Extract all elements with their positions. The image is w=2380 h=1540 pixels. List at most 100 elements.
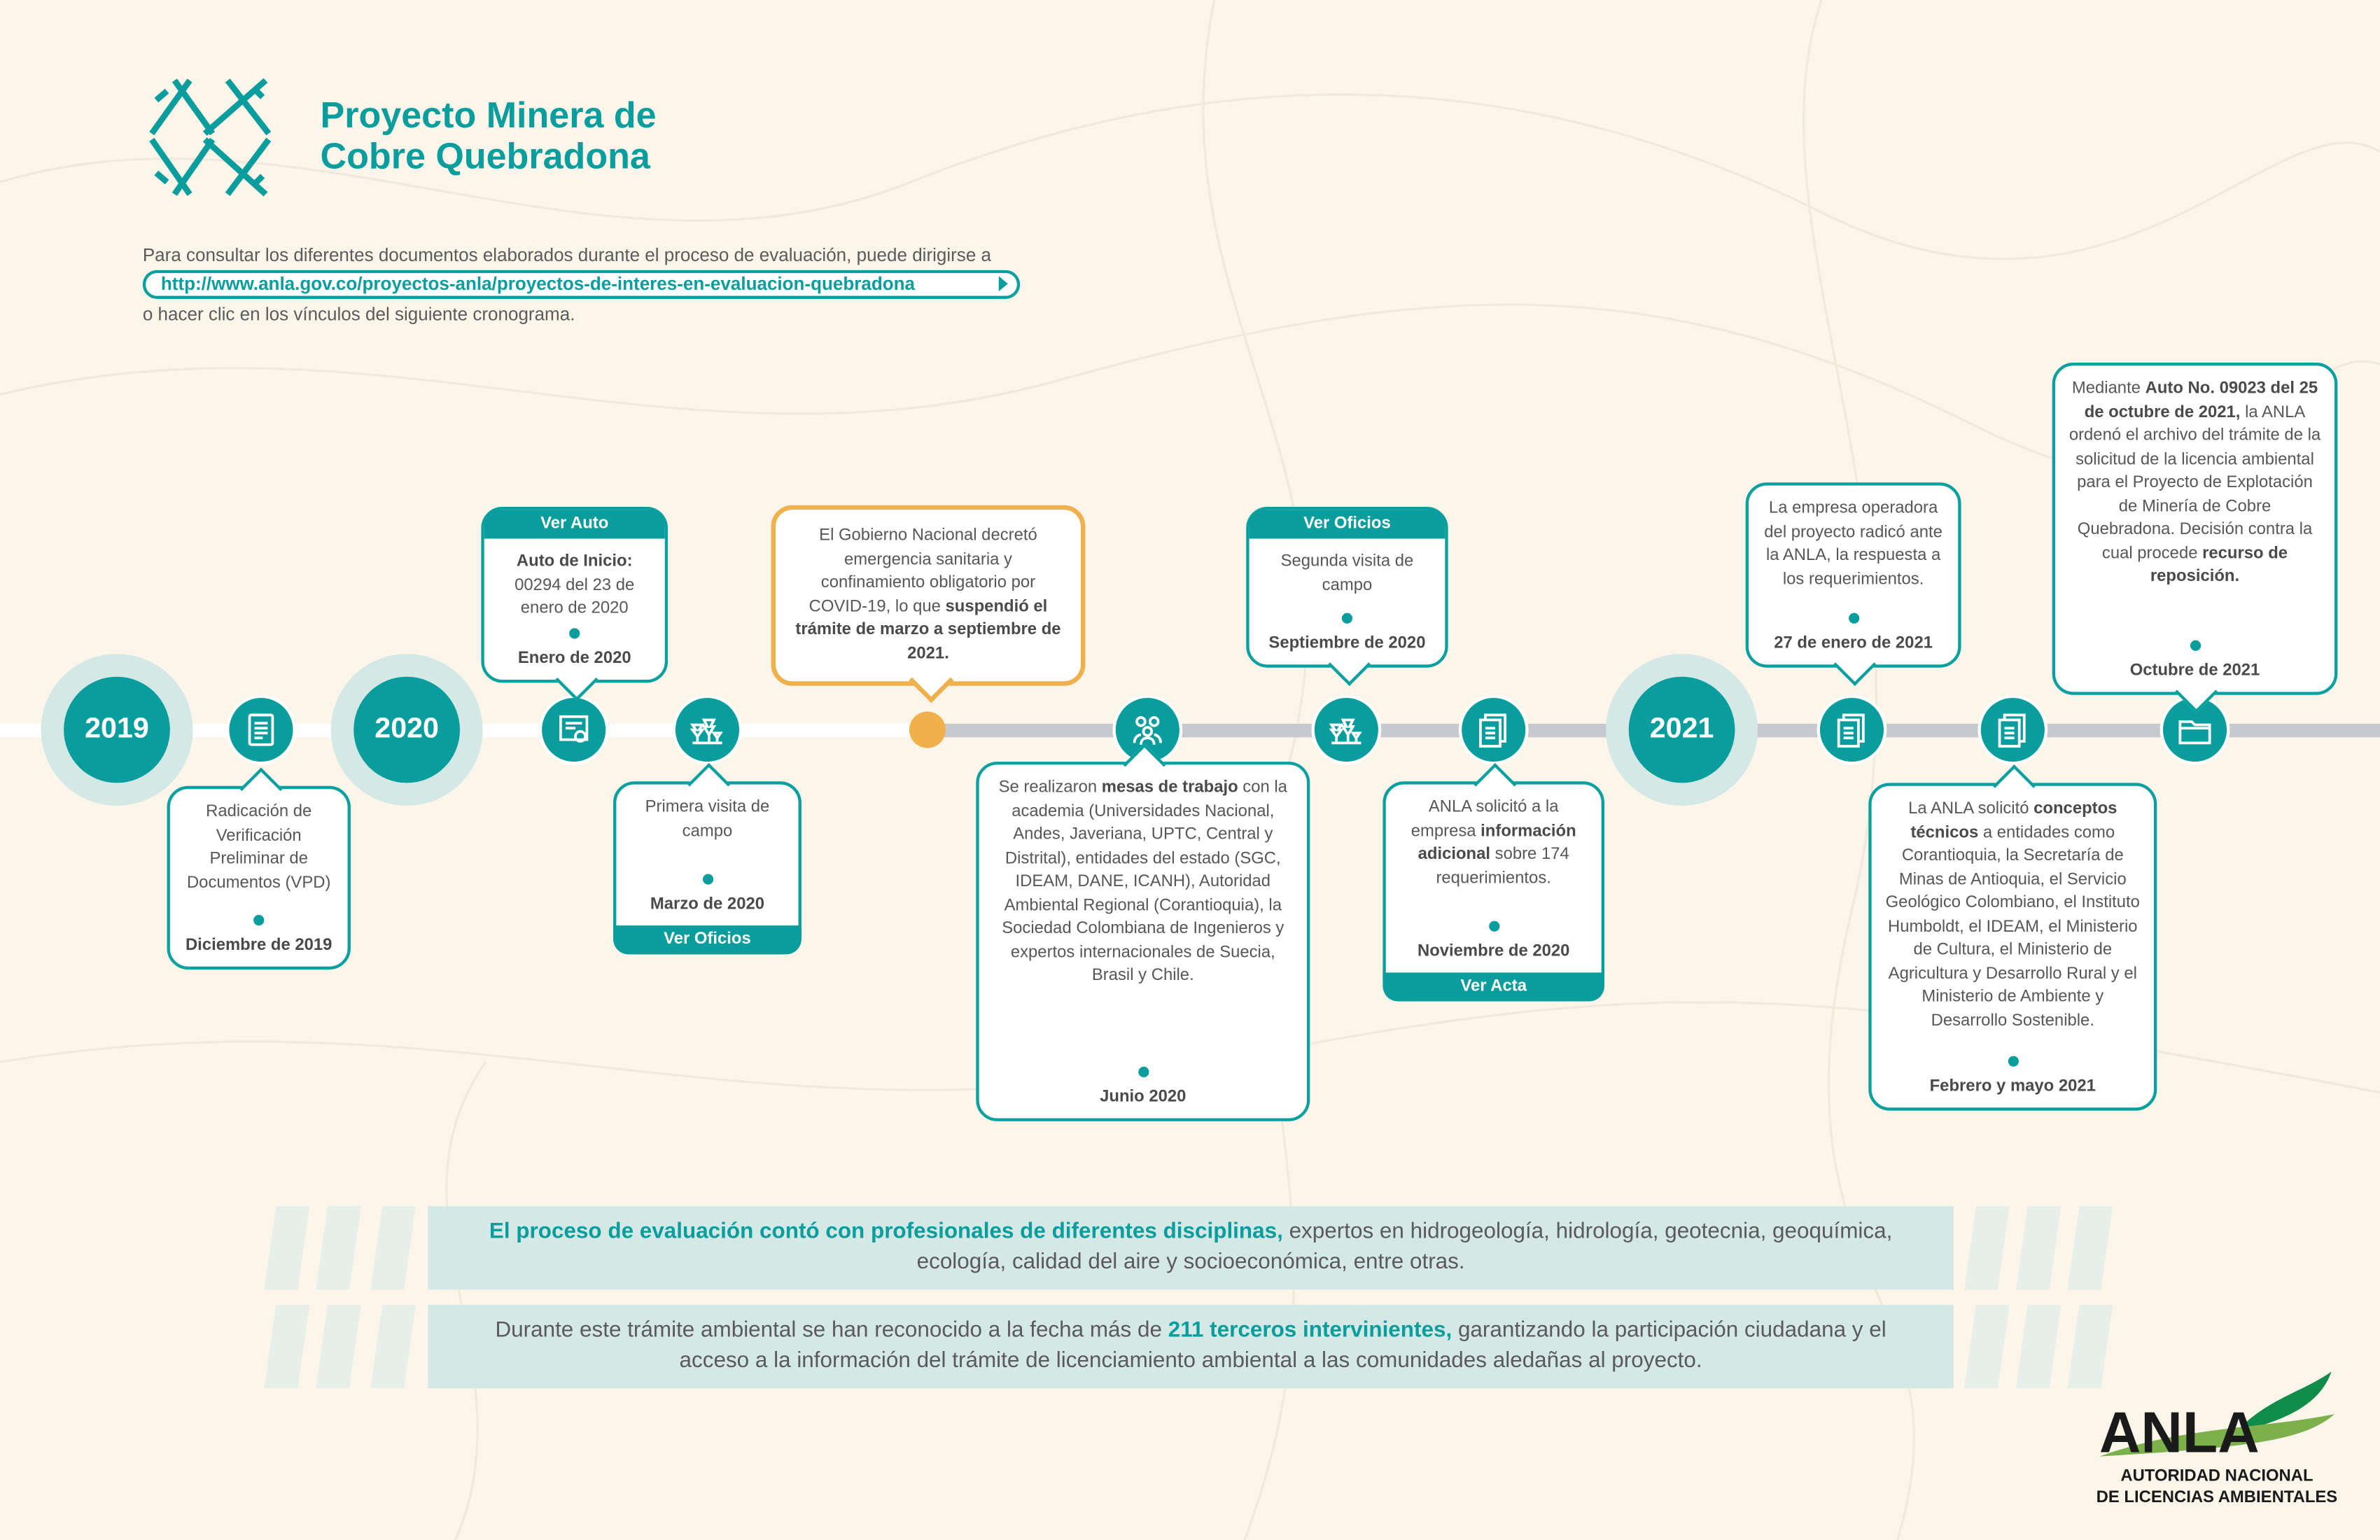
event-description: Segunda visita de campo (1263, 551, 1432, 598)
date-block: Febrero y mayo 2021 (1885, 1049, 2140, 1098)
play-arrow-icon (998, 276, 1008, 292)
timeline-node (672, 694, 743, 765)
timeline-node (538, 694, 609, 765)
text-segment: Radicación de Verificación Preliminar de… (186, 802, 331, 892)
bold-text: Auto No. 09023 del 25 de octubre de 2021… (2084, 379, 2318, 421)
date-block: Octubre de 2021 (2069, 634, 2321, 682)
year-label: 2021 (1628, 676, 1735, 783)
folder-icon (2178, 720, 2211, 745)
anla-leaf-icon: ANLA (2099, 1371, 2334, 1462)
trees-icon (690, 718, 723, 745)
timeline-node (1458, 694, 1529, 765)
bold-text: Auto de Inicio: (516, 552, 633, 570)
people-meeting-icon (1133, 716, 1162, 745)
card-link-button[interactable]: Ver Oficios (613, 925, 802, 955)
event-card: Se realizaron mesas de trabajo con la ac… (976, 743, 1310, 1121)
bold-text: recurso de reposición. (2150, 544, 2288, 586)
timeline-node (1311, 694, 1382, 765)
event-date: Diciembre de 2019 (185, 935, 332, 954)
date-block: Noviembre de 2020 (1399, 914, 1588, 963)
card-body: El Gobierno Nacional decretó emergencia … (776, 510, 1081, 681)
third-parties-banner: Durante este trámite ambiental se han re… (428, 1305, 1954, 1389)
bold-text: conceptos técnicos (1910, 799, 2118, 841)
year-marker-2020: 2020 (330, 654, 483, 806)
event-description: La empresa operadora del proyecto radicó… (1763, 498, 1945, 592)
info-banners: El proceso de evaluación contó con profe… (428, 1206, 1954, 1389)
title-line-2: Cobre Quebradona (320, 136, 650, 178)
timeline-node (1816, 694, 1887, 765)
outro-text: o hacer clic en los vínculos del siguien… (142, 303, 575, 325)
covid-suspension-marker (909, 711, 946, 748)
text-segment: Se realizaron (998, 778, 1102, 797)
event-description: Auto de Inicio: 00294 del 23 de enero de… (498, 551, 651, 622)
event-card: La empresa operadora del proyecto radicó… (1745, 482, 1961, 687)
project-link[interactable]: http://www.anla.gov.co/proyectos-anla/pr… (142, 270, 1021, 299)
event-date: Junio 2020 (1100, 1087, 1186, 1106)
card-link-button[interactable]: Ver Acta (1382, 972, 1604, 1002)
date-dot (1488, 920, 1499, 931)
text-segment: con la academia (Universidades Nacional,… (1002, 778, 1287, 985)
event-date: Febrero y mayo 2021 (1929, 1076, 2096, 1095)
date-dot (2007, 1055, 2018, 1066)
trees-icon (1329, 718, 1362, 745)
event-card: Radicación de Verificación Preliminar de… (167, 767, 351, 970)
intro-text: Para consultar los diferentes documentos… (142, 244, 991, 266)
anla-wordmark: ANLA (2099, 1400, 2260, 1462)
text-segment: expertos en hidrogeología, hidrología, g… (916, 1219, 1893, 1275)
event-card: Mediante Auto No. 09023 del 25 de octubr… (2052, 363, 2338, 714)
event-description: La ANLA solicitó conceptos técnicos a en… (1885, 798, 2140, 1033)
bold-text: 211 terceros intervinientes, (1168, 1318, 1452, 1343)
pickaxe-logo-icon (149, 78, 272, 197)
card-body: Mediante Auto No. 09023 del 25 de octubr… (2055, 365, 2334, 692)
text-segment: garantizando la participación ciudadana … (679, 1318, 1886, 1373)
event-description: Mediante Auto No. 09023 del 25 de octubr… (2069, 378, 2321, 589)
date-block: Enero de 2020 (498, 622, 651, 671)
text-segment: la ANLA ordenó el archivo del trámite de… (2068, 402, 2321, 563)
event-date: Noviembre de 2020 (1417, 941, 1570, 960)
date-dot (1341, 612, 1353, 623)
bold-text: suspendió el trámite de marzo a septiemb… (795, 596, 1061, 663)
event-date: Marzo de 2020 (650, 894, 764, 913)
documents-icon (1837, 713, 1865, 748)
project-link-text[interactable]: http://www.anla.gov.co/proyectos-anla/pr… (160, 273, 916, 295)
text-segment: Primera visita de campo (645, 798, 770, 840)
card-body: ANLA solicitó a la empresa información a… (1386, 785, 1602, 973)
date-dot (253, 913, 265, 925)
year-label: 2020 (354, 676, 461, 783)
date-dot (569, 627, 580, 638)
title-line-1: Proyecto Minera de (320, 95, 657, 137)
date-block: Diciembre de 2019 (183, 908, 334, 957)
date-dot (1848, 612, 1859, 623)
date-block: Junio 2020 (993, 1060, 1293, 1109)
card-body: Radicación de Verificación Preliminar de… (170, 789, 348, 967)
event-description: Se realizaron mesas de trabajo con la ac… (993, 777, 1293, 988)
event-date: Octubre de 2021 (2129, 660, 2260, 679)
year-label: 2019 (64, 676, 170, 783)
year-marker-2019: 2019 (41, 654, 193, 806)
card-link-button[interactable]: Ver Auto (484, 510, 665, 539)
card-body: Se realizaron mesas de trabajo con la ac… (979, 764, 1307, 1118)
professionals-banner: El proceso de evaluación contó con profe… (428, 1206, 1954, 1290)
anla-subtitle-2: DE LICENCIAS AMBIENTALES (2096, 1488, 2338, 1506)
documents-icon (1479, 713, 1507, 748)
year-marker-2021: 2021 (1606, 654, 1758, 806)
text-segment: La ANLA solicitó (1908, 799, 2034, 818)
documents-icon (1998, 713, 2026, 748)
date-block: Marzo de 2020 (630, 867, 785, 916)
card-link-button[interactable]: Ver Oficios (1249, 510, 1446, 539)
bold-text: mesas de trabajo (1101, 778, 1238, 797)
event-description: ANLA solicitó a la empresa información a… (1399, 797, 1588, 890)
event-description: Primera visita de campo (630, 797, 785, 844)
timeline-node (226, 694, 296, 765)
event-date: 27 de enero de 2021 (1774, 633, 1933, 652)
date-dot (1138, 1065, 1149, 1077)
text-segment: 00294 del 23 de enero de 2020 (514, 575, 635, 618)
bold-text: información adicional (1418, 821, 1576, 864)
event-card: El Gobierno Nacional decretó emergencia … (771, 505, 1086, 704)
